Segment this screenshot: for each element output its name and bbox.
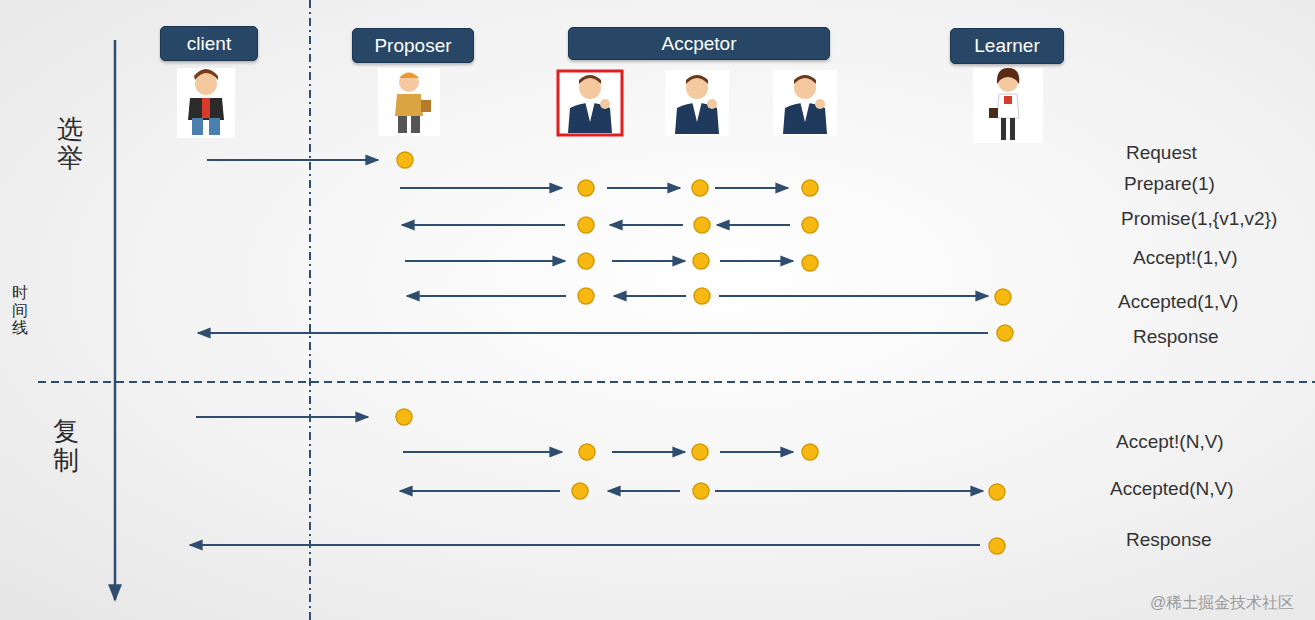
message-arrow xyxy=(614,295,686,297)
message-arrow xyxy=(403,451,562,453)
event-dot xyxy=(578,253,594,269)
acceptor-figure xyxy=(665,70,729,136)
event-dot xyxy=(578,217,594,233)
message-arrow xyxy=(608,490,680,492)
message-label: Prepare(1) xyxy=(1124,173,1215,195)
event-dot xyxy=(802,217,818,233)
event-dot xyxy=(694,288,710,304)
phase-divider xyxy=(38,381,1315,383)
message-label: Accept!(N,V) xyxy=(1116,431,1224,453)
event-dot xyxy=(578,180,594,196)
message-arrow xyxy=(612,451,685,453)
event-dot xyxy=(397,152,413,168)
message-arrow xyxy=(207,159,378,161)
event-dot xyxy=(579,444,595,460)
phase-label: 时间线 xyxy=(12,284,28,337)
client-figure xyxy=(177,68,235,138)
message-arrow xyxy=(400,490,560,492)
role-name: client xyxy=(187,33,231,55)
learner-figure xyxy=(973,68,1043,143)
message-label: Promise(1,{v1,v2}) xyxy=(1121,208,1277,230)
event-dot xyxy=(693,483,709,499)
message-arrow xyxy=(405,260,565,262)
message-arrow xyxy=(715,187,788,189)
message-label: Response xyxy=(1126,529,1212,551)
message-arrow xyxy=(717,224,790,226)
message-arrow xyxy=(198,332,988,334)
message-arrow xyxy=(607,187,680,189)
event-dot xyxy=(995,289,1011,305)
event-dot xyxy=(694,217,710,233)
message-label: Accepted(N,V) xyxy=(1110,478,1234,500)
message-arrow xyxy=(610,224,683,226)
message-arrow xyxy=(196,416,368,418)
message-arrow xyxy=(407,295,566,297)
role-box: Learner xyxy=(950,28,1064,64)
message-arrow xyxy=(720,451,793,453)
message-arrow xyxy=(719,295,988,297)
role-name: Proposer xyxy=(374,35,451,57)
event-dot xyxy=(578,288,594,304)
message-arrow xyxy=(402,224,565,226)
acceptor-figure xyxy=(773,70,837,136)
event-dot xyxy=(802,180,818,196)
event-dot xyxy=(572,483,588,499)
event-dot xyxy=(692,180,708,196)
message-arrow xyxy=(400,187,562,189)
proposer-figure xyxy=(378,68,440,136)
acceptor-figure xyxy=(558,71,622,135)
message-label: Request xyxy=(1126,142,1197,164)
message-label: Response xyxy=(1133,326,1219,348)
message-arrow xyxy=(715,490,983,492)
event-dot xyxy=(989,484,1005,500)
phase-label: 复制 xyxy=(53,417,79,474)
phase-label: 选举 xyxy=(57,115,83,172)
event-dot xyxy=(989,538,1005,554)
message-label: Accept!(1,V) xyxy=(1133,247,1238,269)
role-name: Accpetor xyxy=(662,33,737,55)
event-dot xyxy=(396,409,412,425)
message-label: Accepted(1,V) xyxy=(1118,291,1238,313)
role-box: Proposer xyxy=(352,28,474,63)
event-dot xyxy=(692,444,708,460)
role-box: Accpetor xyxy=(568,27,830,60)
timeline-axis xyxy=(114,40,117,600)
lane-divider xyxy=(309,0,311,620)
message-arrow xyxy=(190,544,980,546)
role-name: Learner xyxy=(974,35,1040,57)
message-arrow xyxy=(720,260,793,262)
event-dot xyxy=(997,325,1013,341)
role-box: client xyxy=(160,26,258,61)
message-arrow xyxy=(612,260,685,262)
event-dot xyxy=(802,444,818,460)
watermark: @稀土掘金技术社区 xyxy=(1150,593,1294,614)
event-dot xyxy=(802,255,818,271)
event-dot xyxy=(693,253,709,269)
